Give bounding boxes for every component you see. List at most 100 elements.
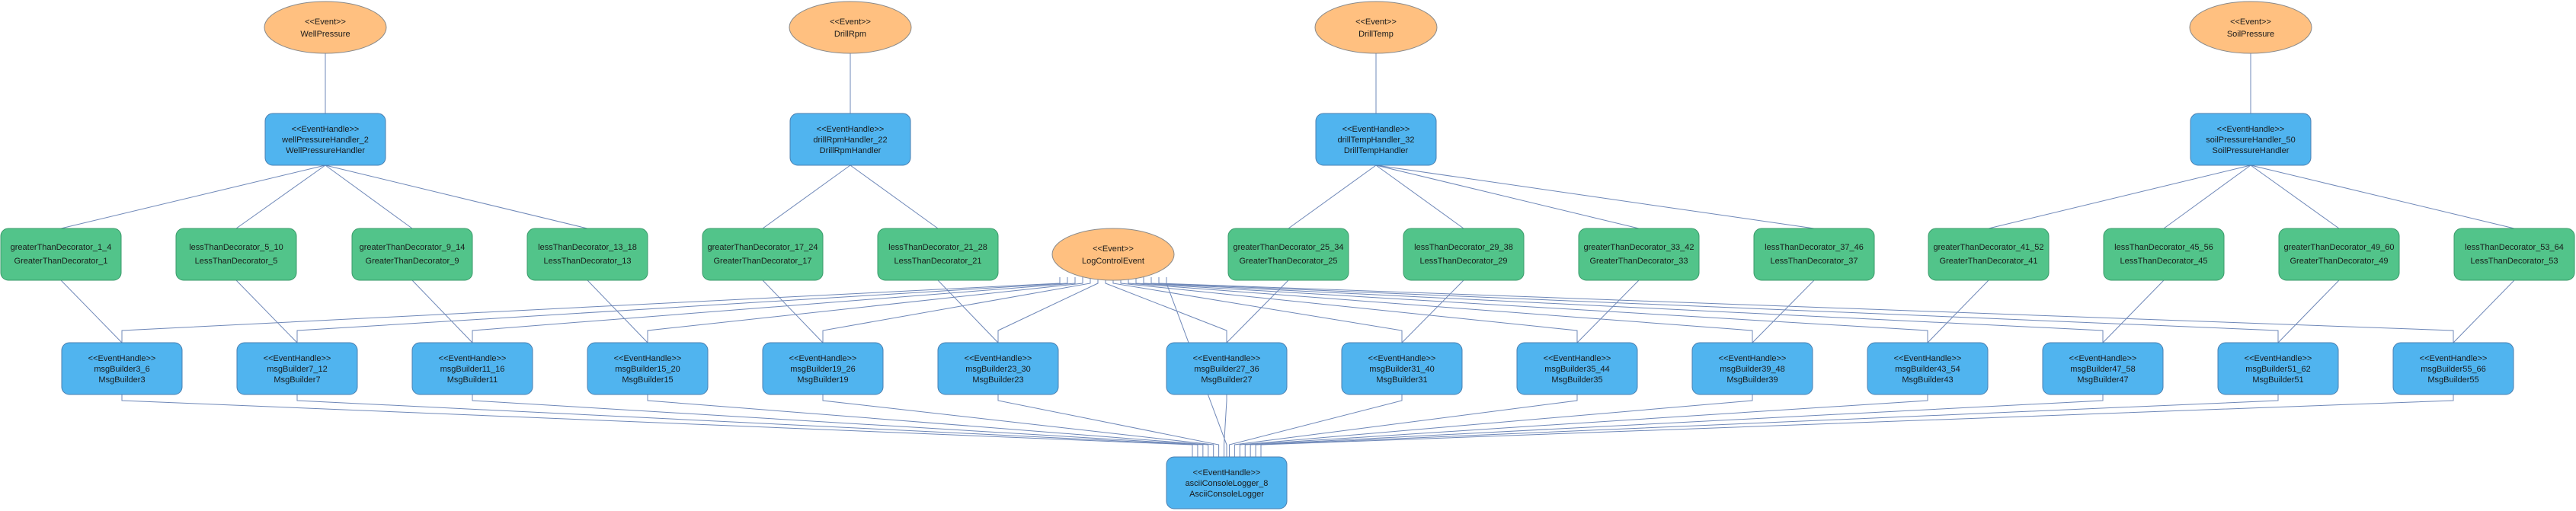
decorator-node-d21[interactable]: lessThanDecorator_21_28LessThanDecorator… bbox=[877, 228, 999, 281]
node-type-name: LessThanDecorator_37 bbox=[1771, 257, 1858, 266]
edge-e_logcontrol-to-m43 bbox=[1135, 277, 1928, 343]
node-stereotype: <<Event>> bbox=[1093, 244, 1134, 254]
node-stereotype: <<EventHandle>> bbox=[1894, 354, 1962, 363]
node-type-name: MsgBuilder55 bbox=[2427, 375, 2478, 385]
decorator-node-d17[interactable]: greaterThanDecorator_17_24GreaterThanDec… bbox=[702, 228, 824, 281]
edge-d1-to-m3 bbox=[60, 279, 123, 343]
edge-d37-to-m39 bbox=[1752, 279, 1815, 343]
handler-node-m11[interactable]: <<EventHandle>> msgBuilder11_16MsgBuilder… bbox=[411, 342, 533, 395]
decorator-node-d37[interactable]: lessThanDecorator_37_46LessThanDecorator… bbox=[1753, 228, 1875, 281]
decorator-node-d49[interactable]: greaterThanDecorator_49_60GreaterThanDec… bbox=[2278, 228, 2400, 281]
handler-node-m43[interactable]: <<EventHandle>>msgBuilder43_54MsgBuilder… bbox=[1867, 342, 1989, 395]
handler-box bbox=[264, 113, 386, 166]
event-node-e_wellpressure[interactable]: <<Event>>WellPressure bbox=[264, 1, 387, 54]
edge-m47-to-logger bbox=[1250, 394, 2104, 457]
node-type-name: MsgBuilder19 bbox=[797, 375, 848, 385]
node-type-name: MsgBuilder23 bbox=[972, 375, 1023, 385]
decorator-node-d41[interactable]: greaterThanDecorator_41_52GreaterThanDec… bbox=[1928, 228, 2050, 281]
handler-node-m15[interactable]: <<EventHandle>>msgBuilder15_20MsgBuilder… bbox=[587, 342, 709, 395]
handler-box bbox=[1315, 113, 1437, 166]
node-stereotype: <<EventHandle>> bbox=[1342, 125, 1410, 134]
handler-box bbox=[762, 342, 884, 395]
decorator-box bbox=[1753, 228, 1875, 281]
handler-node-m39[interactable]: <<EventHandle>>msgBuilder39_48MsgBuilder… bbox=[1691, 342, 1813, 395]
handler-box bbox=[236, 342, 358, 395]
handler-node-m23[interactable]: <<EventHandle>>msgBuilder23_30MsgBuilder… bbox=[937, 342, 1059, 395]
decorator-box bbox=[2278, 228, 2400, 281]
decorator-node-d53[interactable]: lessThanDecorator_53_64LessThanDecorator… bbox=[2453, 228, 2575, 281]
handler-node-m31[interactable]: <<EventHandle>>msgBuilder31_40MsgBuilder… bbox=[1341, 342, 1463, 395]
handler-node-h_wellpressure[interactable]: <<EventHandle>>wellPressureHandler_2Well… bbox=[264, 113, 386, 166]
node-instance-name: msgBuilder47_58 bbox=[2070, 365, 2136, 374]
node-type-name: AsciiConsoleLogger bbox=[1189, 490, 1264, 499]
node-type-name: GreaterThanDecorator_9 bbox=[366, 257, 459, 266]
handler-node-m55[interactable]: <<EventHandle>>msgBuilder55_66MsgBuilder… bbox=[2392, 342, 2514, 395]
decorator-node-d25[interactable]: greaterThanDecorator_25_34GreaterThanDec… bbox=[1227, 228, 1349, 281]
decorator-box bbox=[877, 228, 999, 281]
edge-m19-to-logger bbox=[822, 394, 1214, 457]
node-stereotype: <<EventHandle>> bbox=[2245, 354, 2312, 363]
event-node-e_drilltemp[interactable]: <<Event>>DrillTemp bbox=[1314, 1, 1438, 54]
event-node-e_soilpressure[interactable]: <<Event>>SoilPressure bbox=[2189, 1, 2312, 54]
decorator-node-d5[interactable]: lessThanDecorator_5_10LessThanDecorator_… bbox=[175, 228, 297, 281]
node-instance-name: msgBuilder7_12 bbox=[267, 365, 328, 374]
edge-h_soilpressure-to-d41 bbox=[1988, 164, 2251, 229]
node-type-name: MsgBuilder31 bbox=[1376, 375, 1427, 385]
edge-e_logcontrol-to-m39 bbox=[1128, 277, 1753, 343]
node-type-name: LessThanDecorator_29 bbox=[1420, 257, 1508, 266]
handler-node-m27[interactable]: <<EventHandle>>msgBuilder27_36MsgBuilder… bbox=[1166, 342, 1288, 395]
edge-e_logcontrol-to-m19 bbox=[822, 277, 1091, 343]
node-instance-name: asciiConsoleLogger_8 bbox=[1186, 479, 1269, 488]
decorator-node-d13[interactable]: lessThanDecorator_13_18LessThanDecorator… bbox=[526, 228, 648, 281]
edge-m39-to-logger bbox=[1239, 394, 1753, 457]
node-stereotype: <<EventHandle>> bbox=[817, 125, 885, 134]
node-instance-name: msgBuilder27_36 bbox=[1194, 365, 1259, 374]
handler-node-m47[interactable]: <<EventHandle>>msgBuilder47_58MsgBuilder… bbox=[2042, 342, 2164, 395]
edge-m31-to-logger bbox=[1228, 394, 1403, 457]
edge-m35-to-logger bbox=[1234, 394, 1578, 457]
node-stereotype: <<EventHandle>> bbox=[965, 354, 1032, 363]
handler-box bbox=[1691, 342, 1813, 395]
node-instance-name: drillRpmHandler_22 bbox=[813, 136, 887, 145]
edge-d53-to-m55 bbox=[2453, 279, 2515, 343]
handler-node-m35[interactable]: <<EventHandle>>msgBuilder35_44MsgBuilder… bbox=[1516, 342, 1638, 395]
edge-h_soilpressure-to-d53 bbox=[2250, 164, 2515, 229]
decorator-node-d1[interactable]: greaterThanDecorator_1_4GreaterThanDecor… bbox=[0, 228, 122, 281]
decorator-node-d45[interactable]: lessThanDecorator_45_56LessThanDecorator… bbox=[2103, 228, 2225, 281]
handler-node-m51[interactable]: <<EventHandle>>msgBuilder51_62MsgBuilder… bbox=[2217, 342, 2339, 395]
decorator-node-d9[interactable]: greaterThanDecorator_9_14GreaterThanDeco… bbox=[351, 228, 473, 281]
handler-node-h_drilltemp[interactable]: <<EventHandle>>drillTempHandler_32DrillT… bbox=[1315, 113, 1437, 166]
node-stereotype: <<Event>> bbox=[2230, 18, 2271, 27]
node-instance-name: greaterThanDecorator_41_52 bbox=[1934, 243, 2044, 252]
decorator-node-d29[interactable]: lessThanDecorator_29_38LessThanDecorator… bbox=[1403, 228, 1525, 281]
node-instance-name: msgBuilder11_16 bbox=[440, 365, 505, 374]
event-ellipse bbox=[1314, 1, 1438, 54]
node-stereotype: <<EventHandle>> bbox=[439, 354, 507, 363]
edge-d45-to-m47 bbox=[2102, 279, 2165, 343]
handler-node-h_soilpressure[interactable]: <<EventHandle>>soilPressureHandler_50Soi… bbox=[2190, 113, 2312, 166]
node-stereotype: <<EventHandle>> bbox=[292, 125, 360, 134]
node-type-name: LessThanDecorator_21 bbox=[894, 257, 982, 266]
node-type-name: MsgBuilder11 bbox=[447, 375, 498, 385]
handler-box bbox=[789, 113, 911, 166]
node-type-name: MsgBuilder7 bbox=[274, 375, 320, 385]
decorator-node-d33[interactable]: greaterThanDecorator_33_42GreaterThanDec… bbox=[1578, 228, 1700, 281]
node-instance-name: msgBuilder35_44 bbox=[1544, 365, 1610, 374]
handler-node-h_drillrpm[interactable]: <<EventHandle>>drillRpmHandler_22DrillRp… bbox=[789, 113, 911, 166]
handler-box bbox=[1516, 342, 1638, 395]
node-type-name: GreaterThanDecorator_1 bbox=[14, 257, 108, 266]
edge-m55-to-logger bbox=[1260, 394, 2454, 457]
event-node-e_drillrpm[interactable]: <<Event>>DrillRpm bbox=[789, 1, 912, 54]
node-instance-name: greaterThanDecorator_9_14 bbox=[360, 243, 466, 252]
node-instance-name: msgBuilder39_48 bbox=[1720, 365, 1785, 374]
decorator-box bbox=[351, 228, 473, 281]
edge-d29-to-m31 bbox=[1401, 279, 1464, 343]
node-stereotype: <<Event>> bbox=[830, 18, 871, 27]
handler-node-m19[interactable]: <<EventHandle>>msgBuilder19_26MsgBuilder… bbox=[762, 342, 884, 395]
handler-node-logger[interactable]: <<EventHandle>>asciiConsoleLogger_8Ascii… bbox=[1166, 456, 1288, 509]
node-stereotype: <<EventHandle>> bbox=[1719, 354, 1787, 363]
event-node-e_logcontrol[interactable]: <<Event>>LogControlEvent bbox=[1051, 228, 1175, 281]
